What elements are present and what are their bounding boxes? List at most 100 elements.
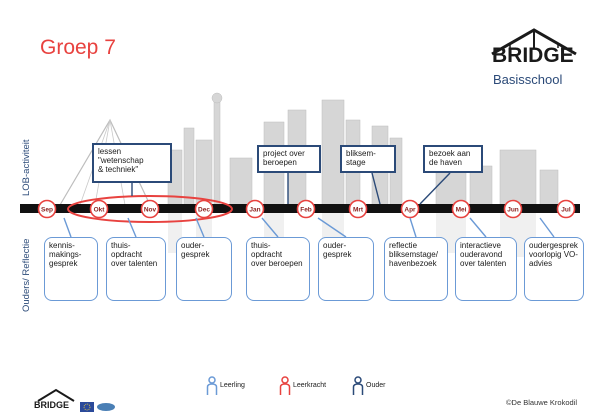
footer-logo: BRIDGE (34, 400, 70, 410)
month-label: Dec (198, 207, 210, 214)
month-marker: Jul (556, 199, 576, 219)
eu-flag-icon (80, 402, 94, 412)
month-marker: Feb (296, 199, 316, 219)
month-marker: Apr (400, 199, 420, 219)
month-label: Mrt (353, 207, 364, 214)
connector-line (195, 217, 205, 238)
month-label: Okt (94, 207, 106, 214)
partner-logo-icon (97, 403, 115, 411)
legend-ouder-icon (352, 376, 364, 395)
logo-subtitle: Basisschool (493, 72, 563, 87)
callout-line: reflectie (389, 241, 418, 250)
month-circle (296, 199, 316, 219)
month-circle (503, 199, 523, 219)
month-label: Mei (456, 207, 467, 214)
legend-label-ouder: Ouder (366, 382, 386, 389)
callout-line: gesprek (49, 259, 78, 269)
callout-reflectie: reflectie bliksemstage/ havenbezoek (384, 237, 448, 301)
month-marker: Jun (503, 199, 523, 219)
callout-oudergesprek-1: ouder- gesprek (176, 237, 232, 301)
month-marker: Mrt (348, 199, 368, 219)
lob-box-beroepen: project over beroepen (257, 145, 321, 173)
month-label: Jun (507, 207, 519, 214)
lob-box-wetenschap: lessen "wetenschap & techniek" (92, 143, 172, 183)
callout-line: over talenten (111, 259, 158, 269)
lob-box-line: de haven (429, 158, 462, 168)
month-circle (556, 199, 576, 219)
callout-kennismaking: kennis- makings- gesprek (44, 237, 98, 301)
lob-box-haven: bezoek aan de haven (423, 145, 483, 173)
legend-leerling-icon (206, 376, 218, 395)
month-marker: Sep (37, 199, 57, 219)
callout-vo-advies: oudergesprek voorlopig VO- advies (524, 237, 584, 301)
connector-line (539, 217, 555, 238)
lob-box-line: bezoek aan (429, 149, 471, 158)
month-label: Jul (561, 207, 571, 214)
callout-line: kennis- (49, 241, 75, 250)
months-layer: Sep Okt Nov Dec Jan Feb Mrt Apr Mei Jun Jul (37, 199, 576, 219)
callout-line: oudergesprek (529, 241, 578, 250)
lob-box-line: lessen (98, 147, 122, 156)
callout-line: interactieve (460, 241, 501, 250)
callout-line: ouder- (181, 241, 205, 250)
highlight-oval (67, 195, 233, 223)
page-title: Groep 7 (40, 36, 116, 59)
callout-oudergesprek-2: ouder- gesprek (318, 237, 374, 301)
month-label: Jan (249, 207, 260, 214)
legend-leerkracht-icon (279, 376, 291, 395)
callout-line: makings- (49, 250, 82, 260)
callout-line: opdracht (111, 250, 143, 260)
month-circle (348, 199, 368, 219)
month-marker: Okt (89, 199, 109, 219)
connector-line (317, 217, 347, 238)
lob-box-line: "wetenschap (98, 156, 144, 166)
connector-line (261, 217, 279, 238)
callout-line: ouder- (323, 241, 347, 250)
month-marker: Nov (140, 199, 160, 219)
month-circle (194, 199, 214, 219)
month-marker: Jan (245, 199, 265, 219)
month-label: Sep (41, 207, 53, 214)
month-circle (245, 199, 265, 219)
month-label: Feb (300, 207, 312, 214)
callout-line: over beroepen (251, 259, 303, 269)
callout-line: thuis- (251, 241, 271, 250)
lob-box-line: & techniek" (98, 165, 139, 175)
month-circle (37, 199, 57, 219)
legend-label-leerkracht: Leerkracht (293, 382, 327, 389)
callout-line: havenbezoek (389, 259, 437, 269)
connector-line (409, 217, 417, 238)
callout-line: gesprek (323, 250, 352, 260)
connector-line (371, 172, 381, 205)
month-circle (89, 199, 109, 219)
callout-line: voorlopig VO- (529, 250, 578, 260)
callout-line: thuis- (111, 241, 131, 250)
month-marker: Dec (194, 199, 214, 219)
callout-thuisopdracht-beroepen: thuis- opdracht over beroepen (246, 237, 310, 301)
callout-line: bliksemstage/ (389, 250, 438, 260)
lob-box-line: stage (346, 158, 366, 168)
callout-line: ouderavond (460, 250, 503, 260)
lob-box-line: bliksem- (346, 149, 376, 158)
month-circle (451, 199, 471, 219)
lob-box-line: project over (263, 149, 305, 158)
copyright-text: ©De Blauwe Krokodil (506, 398, 577, 407)
callout-thuisopdracht-talenten: thuis- opdracht over talenten (106, 237, 166, 301)
bridge-logo-icon (491, 28, 577, 56)
month-marker: Mei (451, 199, 471, 219)
callout-ouderavond: interactieve ouderavond over talenten (455, 237, 517, 301)
month-circle (140, 199, 160, 219)
connector-line (127, 217, 137, 238)
callout-line: over talenten (460, 259, 507, 269)
connector-line (419, 172, 451, 205)
connectors-layer (63, 172, 555, 238)
lob-box-line: beroepen (263, 158, 297, 168)
connector-line (469, 217, 487, 238)
callout-line: gesprek (181, 250, 210, 260)
month-label: Apr (404, 207, 416, 214)
callout-line: opdracht (251, 250, 283, 260)
callout-line: advies (529, 259, 553, 269)
logo-word: BRIDGE (492, 44, 574, 67)
